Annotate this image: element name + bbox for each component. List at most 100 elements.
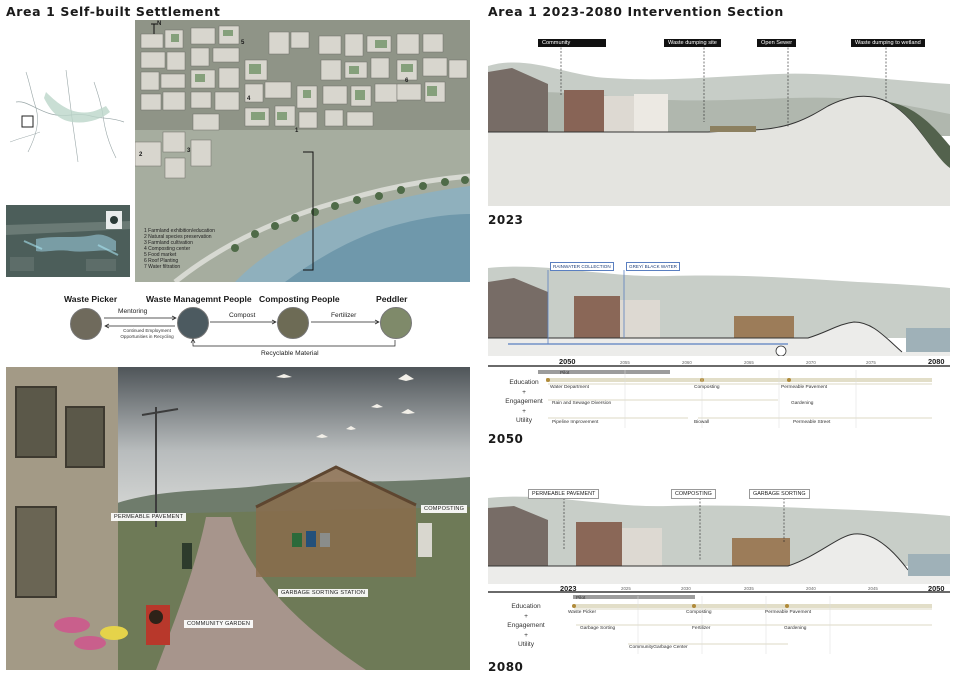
tick-2025: 2025 [621, 586, 631, 591]
tick-2035: 2035 [744, 586, 754, 591]
section-2080: PERMEABLE PAVEMENT COMPOSTING GARBAGE SO… [488, 480, 950, 584]
region-map-graphic [9, 69, 125, 163]
category-line: Education [511, 603, 541, 610]
right-panel-title: Area 1 2023-2080 Intervention Section [488, 4, 784, 19]
timeline-item: Waste Picker [568, 610, 597, 615]
timeline-item: Biowall [694, 420, 710, 425]
timeline-item: Rain and Sewage Diversion [552, 401, 612, 406]
plan-number-4: 4 [247, 96, 251, 102]
scene-label-garbage-sorting: GARBAGE SORTING STATION [278, 589, 369, 597]
category-line: Utility [517, 641, 535, 648]
role-waste-picker: Waste Picker [64, 294, 118, 304]
role-peddler: Peddler [376, 294, 408, 304]
timeline-2080-category: Education + Engagement + Utility [504, 602, 548, 650]
callout-waste-dumping-site: Waste dumping site [664, 39, 721, 47]
waste-management-photo [177, 307, 209, 339]
timeline-item: Composting [686, 610, 712, 615]
category-line: + [522, 388, 526, 396]
legend-item: 1 Farmland exhibition/education [144, 228, 215, 234]
edge-fertilizer: Fertilizer [331, 312, 357, 319]
context-map-region [6, 62, 130, 170]
scene-label-permeable-pavement: PERMEABLE PAVEMENT [111, 513, 187, 521]
timeline-2080-graphic [488, 591, 950, 654]
timeline-item: Permeable Pavement [765, 610, 812, 615]
plan-legend: 1 Farmland exhibition/education 2 Natura… [144, 228, 215, 270]
timeline-2080-end: 2050 [928, 584, 945, 593]
legend-item: 2 Natural species preservation [144, 234, 212, 240]
section-2050-graphic [488, 266, 950, 356]
category-line: Engagement [505, 398, 543, 405]
tick-2060: 2060 [682, 360, 692, 365]
category-line: + [522, 407, 526, 415]
timeline-item: Composting [694, 385, 720, 390]
legend-item: 4 Composting center [144, 246, 191, 252]
edge-employment: Continued Employment Opportunities in Re… [120, 328, 174, 339]
composting-people-photo [277, 307, 309, 339]
timeline-item: CommunityGarbage Center [629, 645, 688, 650]
plan-number-6: 6 [405, 78, 409, 84]
category-line: Engagement [507, 622, 545, 629]
callout-community: Community [538, 39, 606, 47]
callout-open-sewer: Open Sewer [757, 39, 797, 47]
street-scene-graphic [6, 367, 470, 670]
scene-label-composting: COMPOSTING [421, 505, 468, 513]
callout-rainwater: RAINWATER COLLECTION [550, 262, 614, 271]
category-line: + [524, 631, 528, 639]
site-plan: N 5 2 3 4 1 6 1 Farmland exhibition/educ… [135, 20, 470, 282]
plan-number-1: 1 [295, 128, 299, 134]
section-2080-graphic [488, 496, 950, 584]
plan-number-5: 5 [241, 40, 245, 46]
timeline-item: Pipeline Improvement [552, 420, 599, 425]
timeline-item: Pilot [576, 596, 586, 601]
role-composting-people: Composting People [259, 294, 340, 304]
category-line: Utility [515, 417, 533, 424]
legend-item: 7 Water filtration [144, 264, 181, 270]
callout-composting: COMPOSTING [671, 489, 716, 499]
timeline-item: Permeable Street [793, 420, 831, 425]
timeline-2050-category: Education + Engagement + Utility [502, 378, 546, 426]
section-year-2080: 2080 [488, 660, 524, 674]
flow-arrows [104, 315, 396, 347]
edge-compost: Compost [229, 312, 256, 319]
stakeholder-flow: Waste Picker Waste Managemnt People Comp… [0, 288, 480, 364]
timeline-2080: 2023 2050 2025 2030 2035 2040 2045 Educa… [488, 584, 950, 658]
edge-mentoring: Mentoring [118, 308, 148, 315]
tick-2075: 2075 [866, 360, 876, 365]
timeline-2080-start: 2023 [560, 584, 577, 593]
tick-2040: 2040 [806, 586, 816, 591]
callout-permeable-pavement: PERMEABLE PAVEMENT [528, 489, 600, 499]
callout-wetland-dumping: Waste dumping to wetland [851, 39, 925, 47]
section-year-2023: 2023 [488, 213, 524, 227]
waste-picker-photo [70, 308, 102, 340]
peddler-photo [380, 307, 412, 339]
section-2023-graphic [488, 44, 950, 206]
section-year-2050: 2050 [488, 432, 524, 446]
timeline-item: Garbage Sorting [580, 626, 616, 631]
plan-number-2: 2 [139, 152, 143, 158]
timeline-item: Water Department [550, 385, 590, 390]
callout-grey-black-water: GREY/ BLACK WATER [626, 262, 680, 271]
timeline-2050-end: 2080 [928, 357, 945, 366]
edge-recyclable: Recyclable Material [261, 350, 319, 357]
section-2023: Community Waste dumping site Open Sewer … [488, 36, 950, 206]
legend-item: 6 Roof Planting [144, 258, 179, 264]
timeline-2050: 2050 2080 2055 2060 2065 2070 2075 Educa… [488, 356, 950, 432]
tick-2030: 2030 [681, 586, 691, 591]
context-map-district [6, 205, 130, 277]
left-panel-title: Area 1 Self-built Settlement [6, 4, 221, 19]
site-plan-graphic [135, 20, 470, 282]
timeline-item: Gardening [791, 401, 814, 406]
timeline-item: Gardening [784, 626, 807, 631]
legend-item: 3 Farmland cultivation [144, 240, 193, 246]
tick-2055: 2055 [620, 360, 630, 365]
category-line: Education [509, 379, 539, 386]
tick-2065: 2065 [744, 360, 754, 365]
street-scene: PERMEABLE PAVEMENT COMPOSTING GARBAGE SO… [6, 367, 470, 670]
scene-label-community-garden: COMMUNITY GARDEN [184, 620, 254, 628]
section-2050: RAINWATER COLLECTION GREY/ BLACK WATER [488, 248, 950, 356]
timeline-2050-start: 2050 [559, 357, 576, 366]
tick-2045: 2045 [868, 586, 878, 591]
role-waste-management: Waste Managemnt People [146, 294, 252, 304]
north-arrow-label: N [157, 21, 162, 27]
legend-item: 5 Food market [144, 252, 177, 258]
